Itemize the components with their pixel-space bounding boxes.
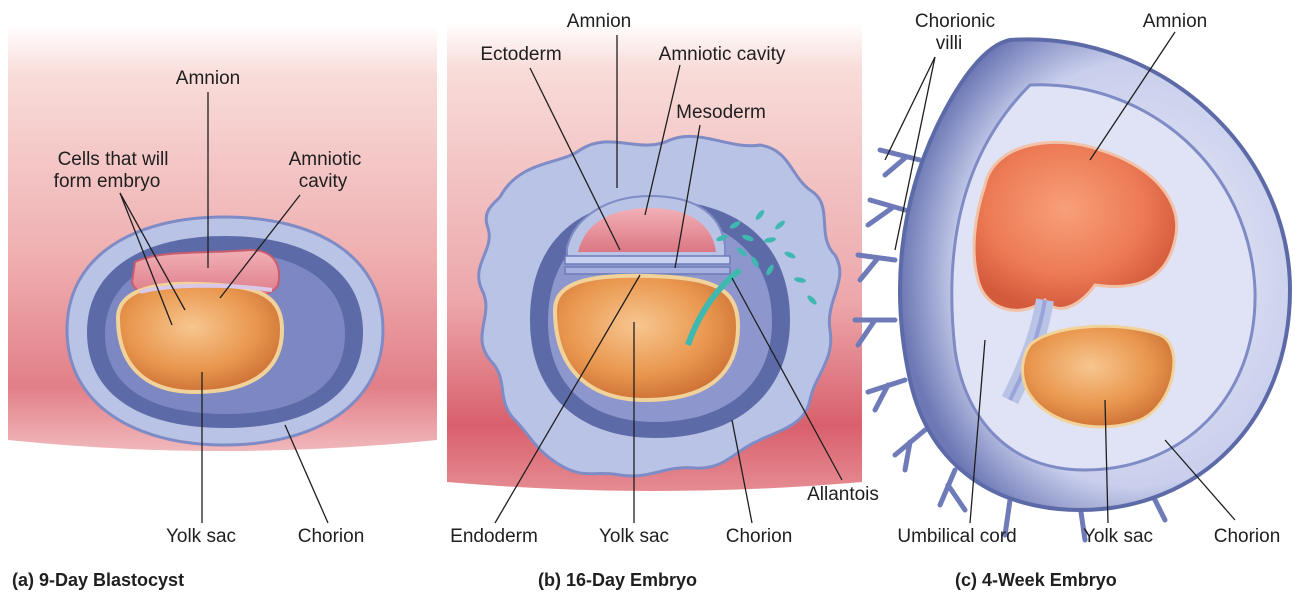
label-cells-line2: form embryo — [54, 171, 161, 192]
panel-4-week-embryo — [855, 39, 1290, 540]
label-chorionic-line2: villi — [936, 33, 962, 54]
label-yolk-sac: Yolk sac — [599, 526, 669, 547]
caption-b: (b) 16-Day Embryo — [538, 570, 697, 590]
label-amniotic-line2: cavity — [299, 171, 348, 192]
label-amniotic-cavity: Amniotic cavity — [659, 44, 786, 65]
label-yolk-sac: Yolk sac — [166, 526, 236, 547]
panel-16-day-embryo — [447, 22, 862, 491]
yolk-sac — [118, 284, 282, 392]
label-endoderm: Endoderm — [450, 526, 538, 547]
label-chorion: Chorion — [298, 526, 365, 547]
label-amniotic-line1: Amniotic — [289, 149, 362, 170]
yolk-sac — [555, 276, 738, 400]
caption-c: (c) 4-Week Embryo — [955, 570, 1117, 590]
endoderm-layer — [565, 267, 730, 274]
label-amnion: Amnion — [176, 68, 240, 89]
label-chorion: Chorion — [1214, 526, 1281, 547]
label-chorionic-line1: Chorionic — [915, 11, 995, 32]
caption-a: (a) 9-Day Blastocyst — [12, 570, 184, 590]
ectoderm-layer — [565, 256, 730, 264]
label-chorion: Chorion — [726, 526, 793, 547]
label-mesoderm: Mesoderm — [676, 102, 766, 123]
label-amnion: Amnion — [1143, 11, 1207, 32]
label-amnion: Amnion — [567, 11, 631, 32]
label-yolk-sac: Yolk sac — [1083, 526, 1153, 547]
yolk-sac — [1023, 326, 1174, 427]
label-cells-line1: Cells that will — [58, 149, 169, 170]
label-ectoderm: Ectoderm — [480, 44, 561, 65]
label-umbilical-cord: Umbilical cord — [897, 526, 1016, 547]
label-allantois: Allantois — [807, 484, 879, 505]
